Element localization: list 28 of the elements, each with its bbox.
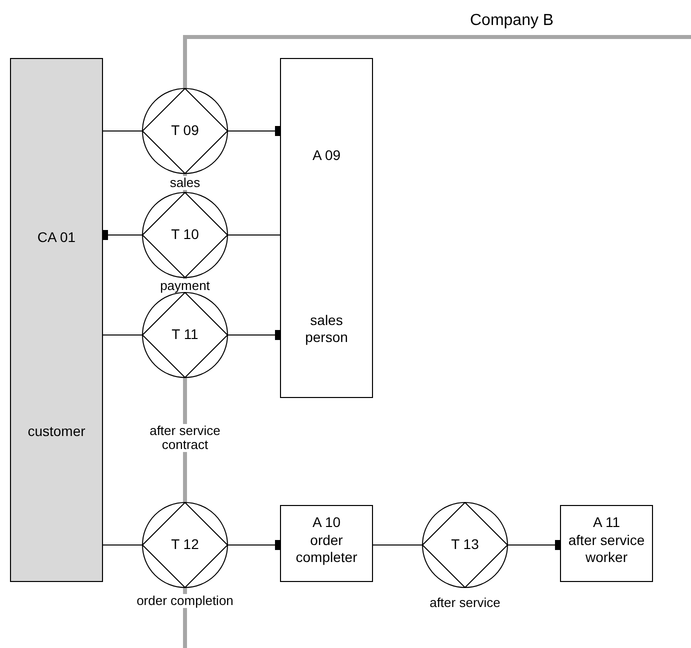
actor-id: A 11 bbox=[592, 514, 621, 531]
actor-name: customer bbox=[26, 423, 86, 440]
actor-role-box bbox=[560, 505, 653, 582]
actor-role-box bbox=[10, 58, 103, 582]
transaction-id: T 13 bbox=[450, 536, 480, 553]
actor-id: A 09 bbox=[311, 147, 342, 164]
actor-id: A 10 bbox=[311, 514, 342, 531]
transaction-symbol bbox=[422, 502, 508, 588]
transaction-id: T 11 bbox=[170, 326, 200, 343]
transaction-symbol bbox=[142, 292, 228, 378]
transaction-id: T 10 bbox=[170, 226, 200, 243]
actor-role-box bbox=[280, 58, 373, 398]
actor-role-box bbox=[280, 505, 373, 582]
transaction-symbol bbox=[142, 88, 228, 174]
actor-id: CA 01 bbox=[36, 229, 77, 246]
transaction-id: T 12 bbox=[170, 536, 200, 553]
transaction-id: T 09 bbox=[170, 122, 200, 139]
transaction-symbol bbox=[142, 192, 228, 278]
connector bbox=[228, 234, 280, 236]
connector bbox=[102, 130, 142, 132]
actor-name: sales person bbox=[304, 312, 349, 346]
connector bbox=[102, 544, 142, 546]
transaction-symbol bbox=[142, 502, 228, 588]
connector bbox=[102, 334, 142, 336]
actor-name: order completer bbox=[294, 532, 358, 566]
connector bbox=[372, 544, 422, 546]
boundary-label: Company B bbox=[470, 12, 554, 30]
actor-name: after service worker bbox=[567, 532, 646, 566]
